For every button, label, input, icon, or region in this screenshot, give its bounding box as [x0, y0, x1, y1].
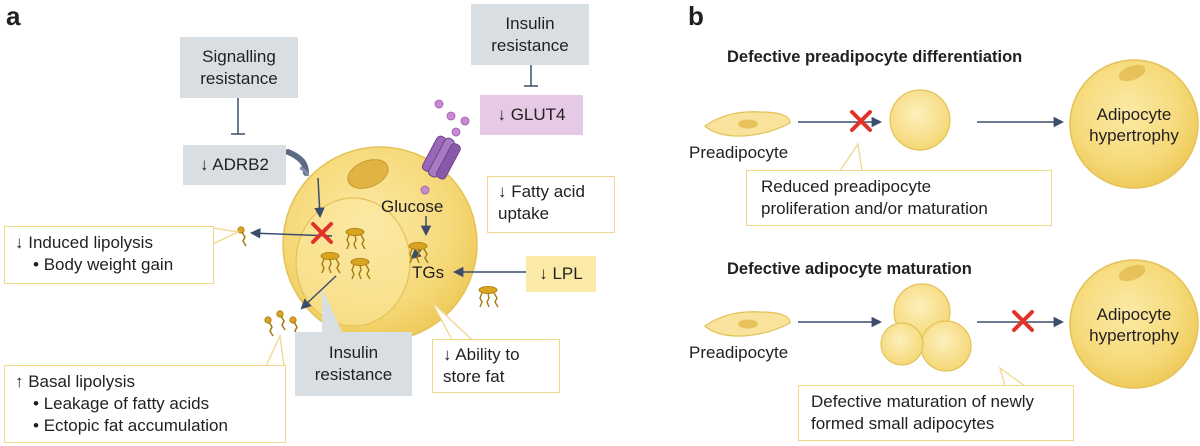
insulin-resistance-pointer: [322, 288, 342, 332]
glut4-transporter-icon: [421, 135, 461, 180]
callout-pointer: [212, 227, 241, 245]
hypertrophy-label: Adipocyte hypertrophy: [1084, 104, 1184, 146]
glucose-label: Glucose: [381, 197, 444, 216]
inhibition-bar-icon: [524, 64, 538, 87]
fatty-acid-icon: [276, 310, 286, 331]
signalling-resistance-box: Signalling resistance: [180, 37, 298, 98]
callout-line: Reduced preadipocyte: [761, 177, 932, 196]
callout-bullet: • Leakage of fatty acids: [33, 394, 210, 413]
small-adipocyte: [889, 89, 951, 151]
callout-line: formed small adipocytes: [811, 414, 995, 433]
box-line: resistance: [491, 35, 569, 55]
callout-bullet: • Body weight gain: [33, 255, 174, 274]
callout-line: ↓ Ability to: [443, 345, 520, 364]
glut4-box: ↓ GLUT4: [480, 95, 583, 135]
ability-to-store-callout: ↓ Ability to store fat: [432, 339, 560, 393]
insulin-resistance-bottom-box: Insulin resistance: [295, 332, 412, 396]
box-line: Signalling: [202, 46, 276, 66]
glucose-molecules: [420, 99, 470, 195]
adipocyte-maturation-title: Defective adipocyte maturation: [727, 260, 972, 278]
callout-line: store fat: [443, 367, 505, 386]
fatty-acid-icon: [237, 226, 247, 247]
nucleus: [347, 159, 389, 189]
label-line: Adipocyte: [1096, 105, 1172, 124]
callout-line: uptake: [498, 204, 550, 223]
hypertrophy-label: Adipocyte hypertrophy: [1084, 304, 1184, 346]
fatty-acid-icon: [264, 316, 274, 337]
insulin-resistance-top-box: Insulin resistance: [471, 4, 589, 65]
small-adipocyte-cluster: [880, 283, 972, 372]
induced-lipolysis-callout: ↓ Induced lipolysis • Body weight gain: [4, 226, 214, 284]
callout-pointer: [431, 301, 473, 341]
triglyceride-icon: [478, 285, 499, 308]
box-line: Insulin: [505, 13, 555, 33]
panel-a-label: a: [6, 1, 21, 31]
callout-title: ↓ Induced lipolysis: [15, 233, 153, 252]
box-line: resistance: [200, 68, 278, 88]
callout-line: ↓ Fatty acid: [498, 182, 585, 201]
callout-line: Defective maturation of newly: [811, 392, 1034, 411]
callout-pointer: [839, 142, 863, 172]
red-x-icon: [311, 222, 333, 244]
lpl-box: ↓ LPL: [526, 256, 596, 292]
tgs-label: TGs: [412, 263, 445, 282]
reduced-proliferation-callout: Reduced preadipocyte proliferation and/o…: [746, 170, 1052, 226]
callout-pointer: [998, 366, 1026, 387]
preadipocyte-cell: [704, 111, 791, 137]
red-x-icon: [850, 110, 872, 132]
fatty-acid-uptake-callout: ↓ Fatty acid uptake: [487, 176, 615, 233]
callout-line: proliferation and/or maturation: [761, 199, 988, 218]
box-line: resistance: [314, 365, 393, 384]
arrow-icon: [249, 177, 526, 310]
preadipocyte-label: Preadipocyte: [689, 343, 789, 362]
label-line: hypertrophy: [1089, 126, 1179, 145]
label-line: Adipocyte: [1096, 305, 1172, 324]
preadipocyte-differentiation-title: Defective preadipocyte differentiation: [727, 48, 1023, 66]
adrb2-receptor-icon: [285, 149, 310, 177]
callout-title: ↑ Basal lipolysis: [15, 372, 135, 391]
hypertrophic-adipocyte: [1069, 59, 1199, 189]
box-line: Insulin: [328, 343, 379, 362]
inhibition-bar-icon: [231, 98, 245, 135]
basal-lipolysis-callout: ↑ Basal lipolysis • Leakage of fatty aci…: [4, 365, 286, 443]
preadipocyte-cell: [704, 311, 791, 337]
bullet-text: Ectopic fat accumulation: [43, 416, 228, 435]
hypertrophic-adipocyte: [1069, 259, 1199, 389]
red-x-icon: [1012, 310, 1034, 332]
callout-pointer: [265, 333, 285, 367]
defective-maturation-callout: Defective maturation of newly formed sma…: [798, 385, 1074, 441]
bullet-text: Body weight gain: [43, 255, 174, 274]
panel-b-label: b: [688, 1, 704, 31]
preadipocyte-label: Preadipocyte: [689, 143, 789, 162]
callout-bullet: • Ectopic fat accumulation: [33, 416, 228, 435]
label-line: hypertrophy: [1089, 326, 1179, 345]
adrb2-box: ↓ ADRB2: [183, 145, 286, 185]
bullet-text: Leakage of fatty acids: [43, 394, 210, 413]
